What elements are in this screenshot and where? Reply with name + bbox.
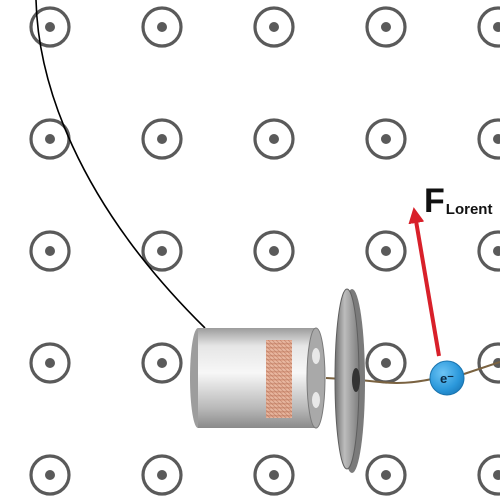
force-symbol: F: [424, 182, 445, 220]
field-out-of-page-icon: [477, 230, 500, 272]
field-out-of-page-icon: [141, 118, 183, 160]
field-out-of-page-icon: [365, 6, 407, 48]
force-subscript: Lorent: [445, 201, 493, 218]
field-out-of-page-icon: [29, 454, 71, 496]
field-out-of-page-icon: [477, 454, 500, 496]
field-out-of-page-icon: [29, 6, 71, 48]
field-out-of-page-icon: [141, 454, 183, 496]
field-out-of-page-icon: [477, 6, 500, 48]
field-out-of-page-icon: [253, 230, 295, 272]
electron-icon: [429, 360, 465, 396]
lorentz-force-arrow: [408, 207, 441, 357]
field-out-of-page-icon: [141, 230, 183, 272]
field-out-of-page-icon: [365, 342, 407, 384]
beam-exit: [463, 361, 500, 375]
field-out-of-page-icon: [365, 454, 407, 496]
field-out-of-page-icon: [141, 342, 183, 384]
field-out-of-page-icon: [365, 118, 407, 160]
lorentz-force-label: FLorent: [424, 184, 492, 218]
field-out-of-page-icon: [141, 6, 183, 48]
field-out-of-page-icon: [365, 230, 407, 272]
curved-trajectory: [35, 0, 206, 329]
field-out-of-page-icon: [477, 118, 500, 160]
electron-label: e⁻: [439, 371, 455, 386]
field-out-of-page-icon: [253, 6, 295, 48]
cathode-icon: [190, 327, 326, 429]
field-out-of-page-icon: [29, 342, 71, 384]
field-out-of-page-icon: [253, 454, 295, 496]
anode-disc-icon: [334, 288, 365, 473]
field-out-of-page-icon: [29, 230, 71, 272]
field-out-of-page-icon: [253, 118, 295, 160]
